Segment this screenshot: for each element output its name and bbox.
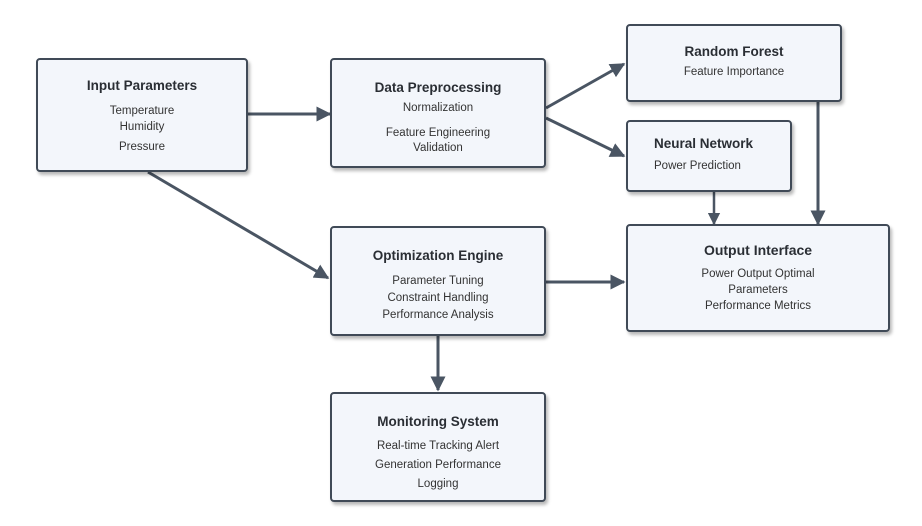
data-preprocessing-title: Data Preprocessing — [374, 80, 502, 95]
preprocessing-line-validation: Validation — [413, 142, 463, 154]
monitoring-system-box: Monitoring System Real-time Tracking Ale… — [330, 392, 546, 502]
output-interface-title: Output Interface — [703, 242, 813, 258]
arrow-preprocessing-to-neural-network — [545, 116, 626, 158]
preprocessing-line-normalization: Normalization — [402, 102, 474, 114]
preprocessing-line-feature-engineering: Feature Engineering — [385, 127, 491, 139]
arrow-preprocessing-to-random-forest — [545, 62, 626, 110]
output-line-power-output-optimal: Power Output Optimal — [701, 268, 815, 280]
optimization-line-parameter-tuning: Parameter Tuning — [392, 275, 484, 287]
neural-network-box: Neural Network Power Prediction — [626, 120, 792, 192]
output-line-performance-metrics: Performance Metrics — [704, 300, 812, 312]
output-interface-box: Output Interface Power Output Optimal Pa… — [626, 224, 890, 332]
neural-network-line-power-prediction: Power Prediction — [654, 160, 741, 172]
input-line-humidity: Humidity — [119, 121, 165, 133]
monitoring-line-generation-performance: Generation Performance — [375, 459, 501, 471]
input-parameters-title: Input Parameters — [86, 78, 198, 93]
output-line-parameters: Parameters — [728, 284, 788, 296]
arrow-input-to-optimization — [147, 170, 330, 280]
optimization-line-constraint-handling: Constraint Handling — [387, 292, 489, 304]
optimization-engine-box: Optimization Engine Parameter Tuning Con… — [330, 226, 546, 336]
random-forest-box: Random Forest Feature Importance — [626, 24, 842, 102]
random-forest-title: Random Forest — [684, 44, 784, 59]
monitoring-line-logging: Logging — [417, 478, 459, 490]
monitoring-line-real-time-tracking-alert: Real-time Tracking Alert — [376, 440, 500, 452]
neural-network-title: Neural Network — [654, 136, 754, 151]
input-line-pressure: Pressure — [118, 141, 166, 153]
optimization-engine-title: Optimization Engine — [372, 248, 504, 263]
input-parameters-box: Input Parameters Temperature Humidity Pr… — [36, 58, 248, 172]
input-line-temperature: Temperature — [109, 105, 175, 117]
data-preprocessing-box: Data Preprocessing Normalization Feature… — [330, 58, 546, 168]
random-forest-line-feature-importance: Feature Importance — [683, 66, 785, 78]
monitoring-system-title: Monitoring System — [377, 414, 499, 429]
optimization-line-performance-analysis: Performance Analysis — [382, 309, 494, 321]
